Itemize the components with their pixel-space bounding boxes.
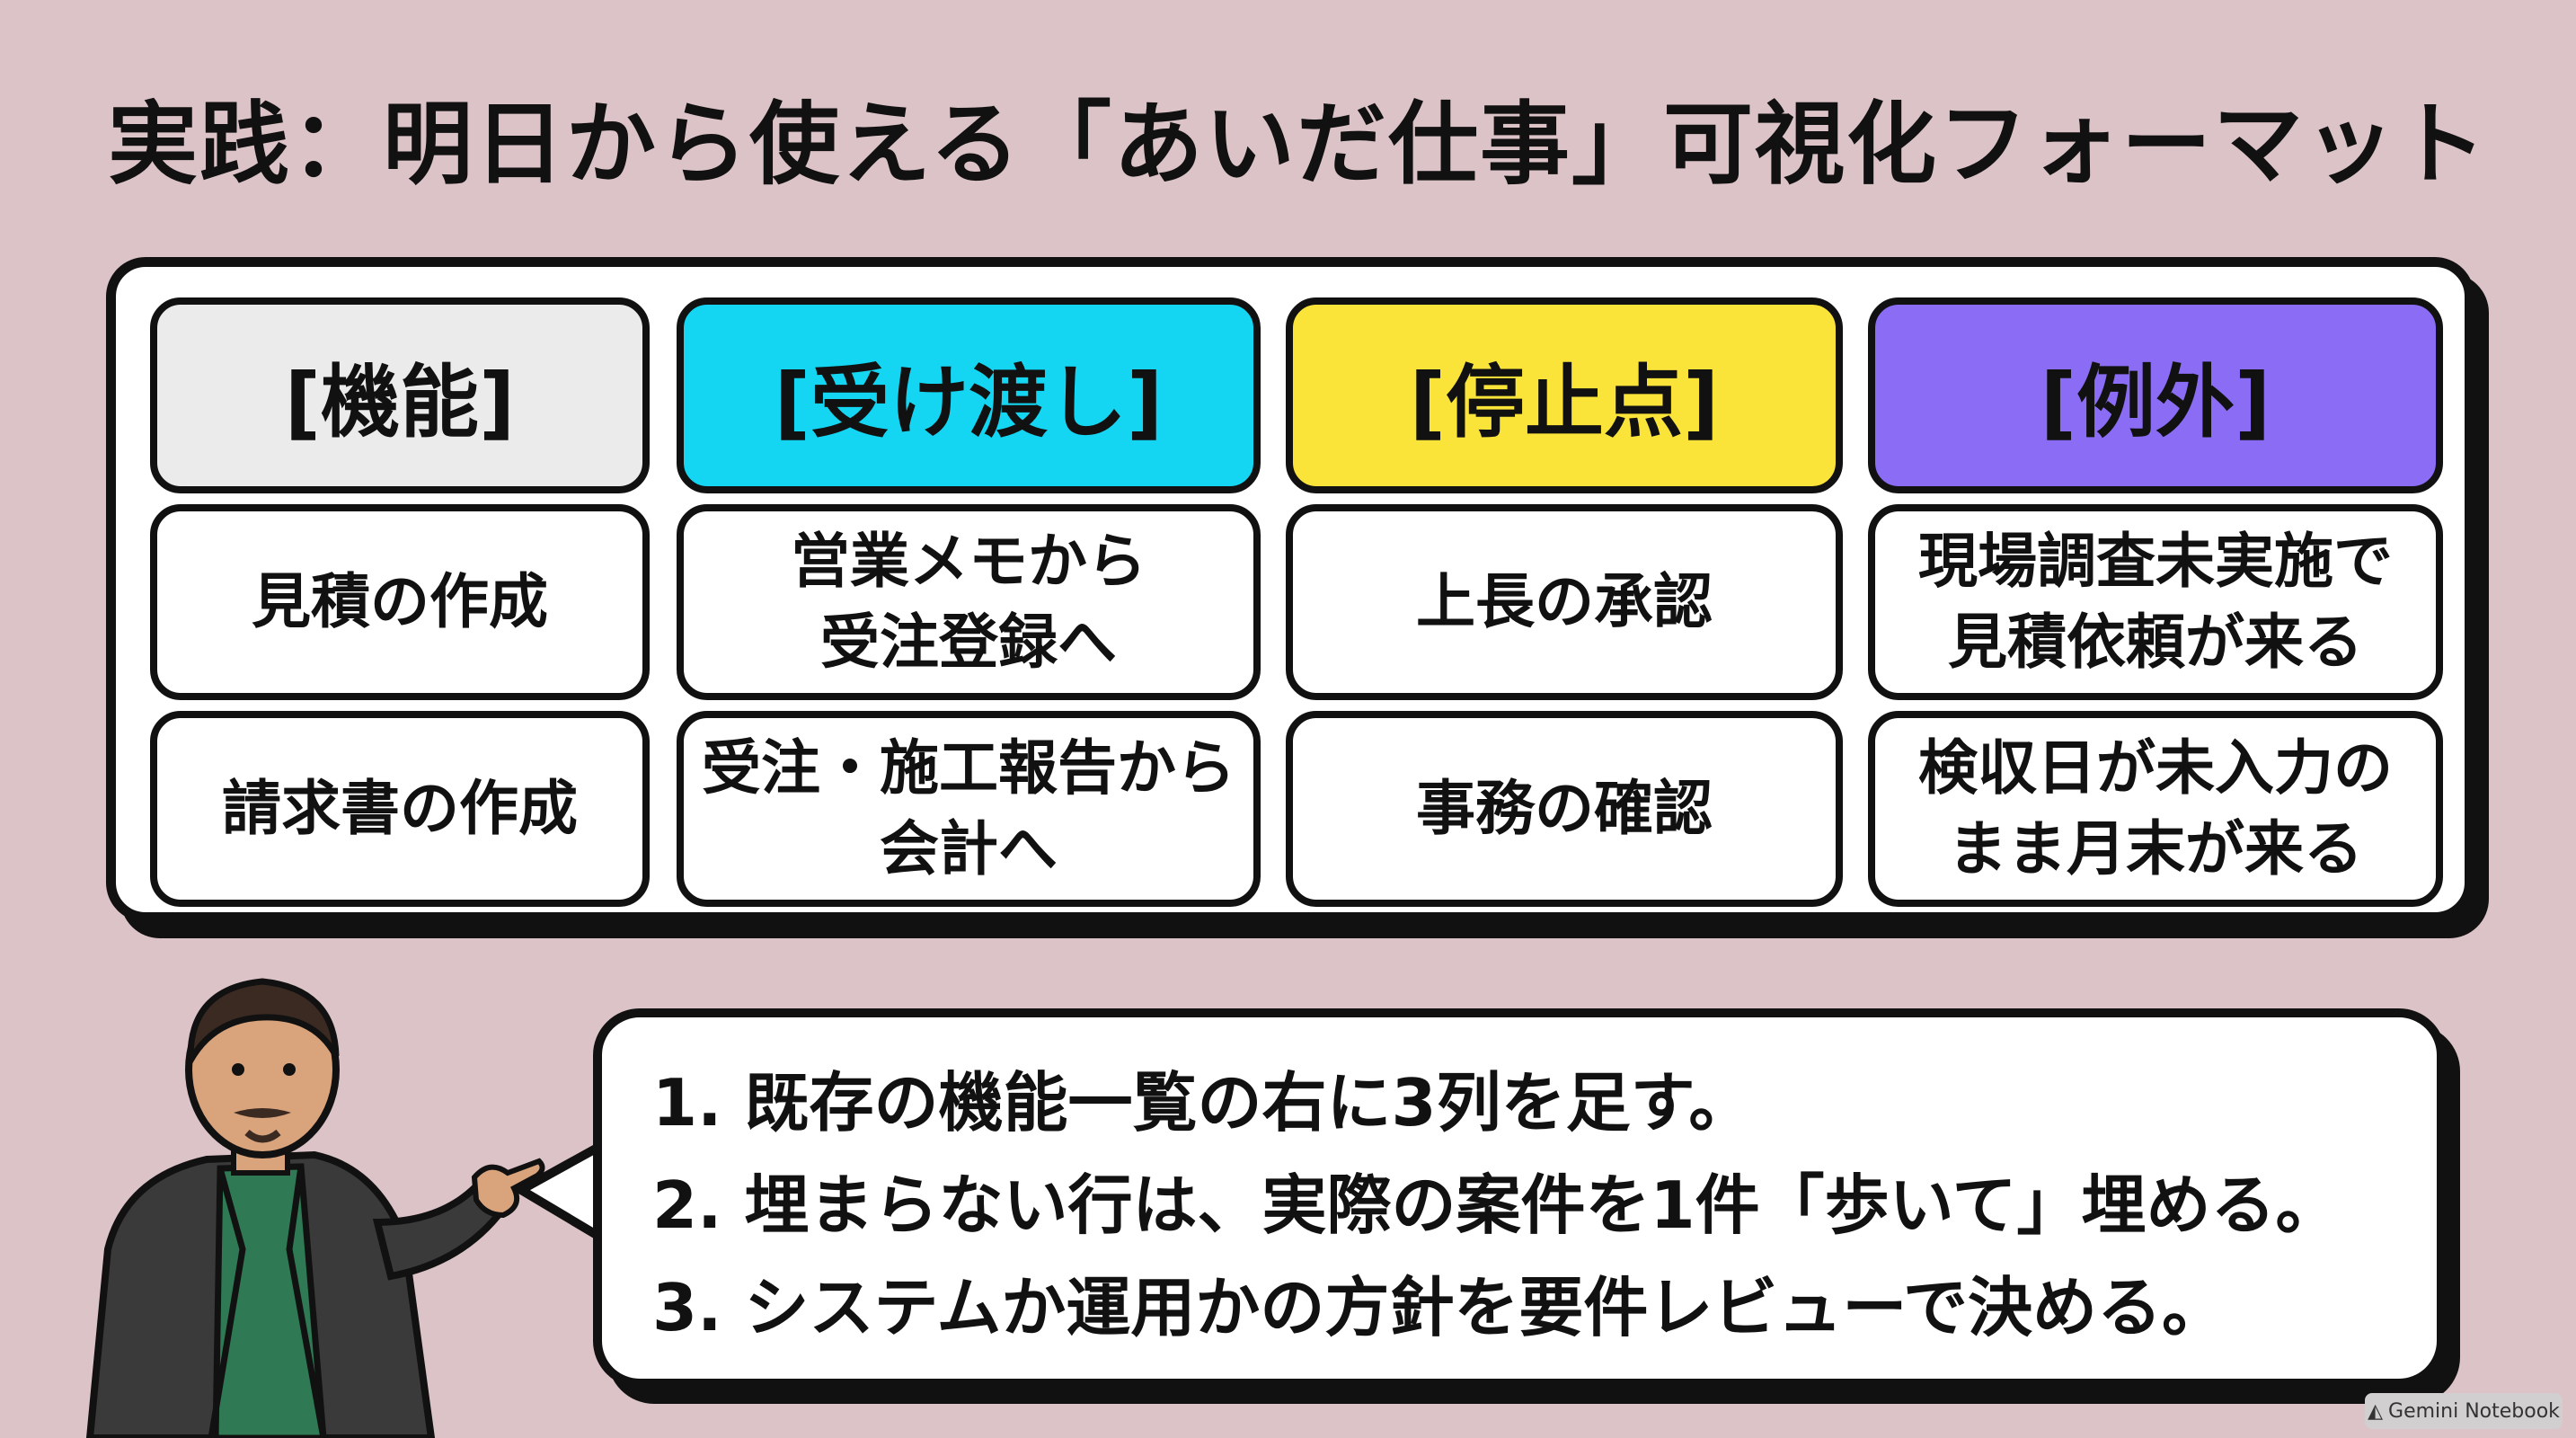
cell-handoff-2: 受注・施工報告から会計へ — [677, 711, 1261, 907]
watermark: ◭ Gemini Notebook — [2365, 1393, 2563, 1429]
step-1: 1. 既存の機能一覧の右に3列を足す。 — [652, 1065, 1754, 1141]
header-function: [機能] — [150, 297, 650, 493]
header-stop-point: [停止点] — [1286, 297, 1843, 493]
cell-stop-point-1: 上長の承認 — [1286, 504, 1843, 700]
header-handoff: [受け渡し] — [677, 297, 1261, 493]
page-title: 実践：明日から使える「あいだ仕事」可視化フォーマット — [108, 92, 2488, 197]
cell-stop-point-2: 事務の確認 — [1286, 711, 1843, 907]
step-2: 2. 埋まらない行は、実際の案件を1件「歩いて」埋める。 — [652, 1167, 2341, 1243]
cell-exception-2: 検収日が未入力のまま月末が来る — [1868, 711, 2443, 907]
format-table: [機能] 見積の作成 請求書の作成 [受け渡し] 営業メモから受注登録へ 受注・… — [106, 257, 2474, 922]
cell-handoff-1: 営業メモから受注登録へ — [677, 504, 1261, 700]
cell-function-1: 見積の作成 — [150, 504, 650, 700]
step-3: 3. システムか運用かの方針を要件レビューで決める。 — [652, 1270, 2227, 1345]
speech-bubble: 1. 既存の機能一覧の右に3列を足す。 2. 埋まらない行は、実際の案件を1件「… — [593, 1008, 2446, 1388]
speech-bubble-tail — [517, 1139, 608, 1245]
cell-function-2: 請求書の作成 — [150, 711, 650, 907]
header-exception: [例外] — [1868, 297, 2443, 493]
cell-exception-1: 現場調査未実施で見積依頼が来る — [1868, 504, 2443, 700]
presenter-illustration — [85, 978, 545, 1438]
gemini-icon: ◭ — [2368, 1399, 2384, 1423]
